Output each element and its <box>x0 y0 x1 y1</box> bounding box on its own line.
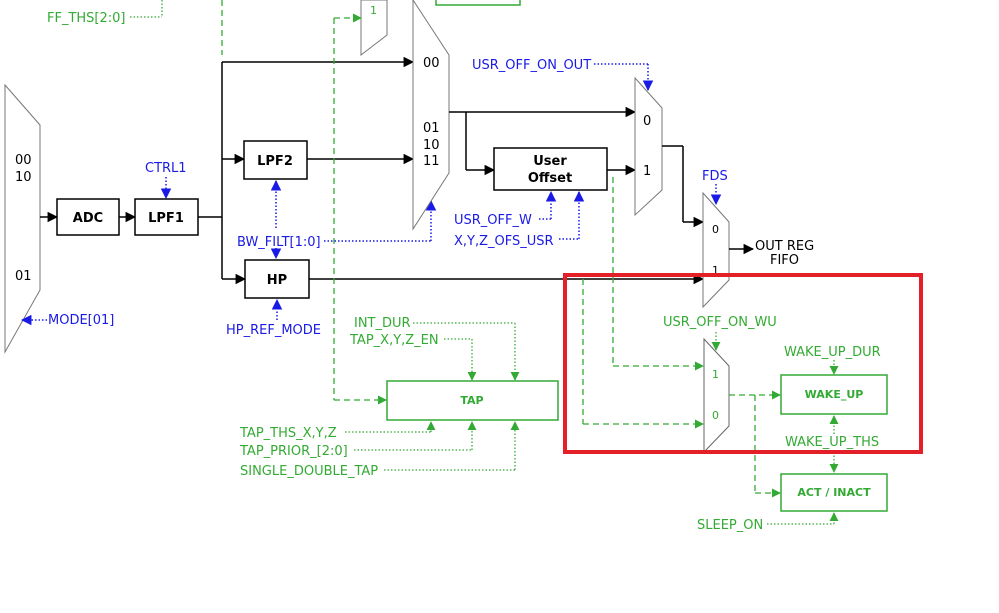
user-offset-label-1: User <box>533 154 567 169</box>
usr-off-w-label: USR_OFF_W <box>454 213 532 228</box>
output-mux-port-1: 1 <box>643 164 651 179</box>
wake-up-label: WAKE_UP <box>805 388 864 401</box>
user-offset-label-2: Offset <box>528 171 572 186</box>
wake-up-block <box>780 374 888 415</box>
mode-label: MODE[01] <box>48 313 114 328</box>
main-mux-port-00: 00 <box>423 56 440 71</box>
act-inact-label: ACT / INACT <box>797 486 871 499</box>
tap-prior-label: TAP_PRIOR_[2:0] <box>239 444 348 459</box>
ctrl1-label: CTRL1 <box>145 161 187 176</box>
main-mux-port-11: 11 <box>423 154 440 169</box>
hp-ref-mode-label: HP_REF_MODE <box>226 323 321 338</box>
int-dur-label: INT_DUR <box>354 316 411 331</box>
fifo-label: FIFO <box>770 253 799 268</box>
adc-label: ADC <box>73 211 103 226</box>
fds-mux-port-1: 1 <box>712 264 719 277</box>
top-mux <box>360 0 388 57</box>
wake-up-mux <box>703 337 730 454</box>
act-inact-block <box>780 473 888 512</box>
mode-mux <box>4 83 41 354</box>
hp-block <box>244 259 310 299</box>
lpf1-label: LPF1 <box>148 211 184 226</box>
tap-ths-label: TAP_THS_X,Y,Z <box>239 426 337 441</box>
xyz-ofs-usr-label: X,Y,Z_OFS_USR <box>454 234 554 249</box>
tap-label: TAP <box>460 394 483 407</box>
main-mux-port-10: 10 <box>423 138 440 153</box>
wake-up-ths-label: WAKE_UP_THS <box>785 435 879 450</box>
main-mux-port-01: 01 <box>423 121 440 136</box>
fds-label: FDS <box>702 169 728 184</box>
sleep-on-label: SLEEP_ON <box>697 518 763 533</box>
mode-mux-port-00: 00 <box>15 153 32 168</box>
user-offset-block <box>493 147 608 191</box>
usr-off-on-out-label: USR_OFF_ON_OUT <box>472 58 591 73</box>
highlight-box <box>563 273 923 454</box>
mode-mux-port-10: 10 <box>15 170 32 185</box>
lpf2-block <box>243 140 308 180</box>
bw-filt-label: BW_FILT[1:0] <box>237 235 321 250</box>
ff-ths-label: FF_THS[2:0] <box>47 11 126 26</box>
single-double-tap-label: SINGLE_DOUBLE_TAP <box>240 464 378 479</box>
tap-xyz-en-label: TAP_X,Y,Z_EN <box>349 333 439 348</box>
hp-label: HP <box>267 273 287 288</box>
fds-mux-port-0: 0 <box>712 223 719 236</box>
main-mux <box>412 0 450 231</box>
tap-block <box>386 380 559 421</box>
mode-mux-port-01: 01 <box>15 269 32 284</box>
output-mux <box>634 76 663 217</box>
top-mux-port-1: 1 <box>370 4 377 17</box>
output-mux-port-0: 0 <box>643 114 651 129</box>
lpf2-label: LPF2 <box>257 154 293 169</box>
top-green-block-partial <box>435 0 521 6</box>
fds-mux <box>702 191 730 309</box>
wu-mux-port-0: 0 <box>712 409 719 422</box>
out-reg-label: OUT REG <box>755 239 814 254</box>
wu-mux-port-1: 1 <box>712 368 719 381</box>
usr-off-on-wu-label: USR_OFF_ON_WU <box>663 315 777 330</box>
wake-up-dur-label: WAKE_UP_DUR <box>784 345 881 360</box>
